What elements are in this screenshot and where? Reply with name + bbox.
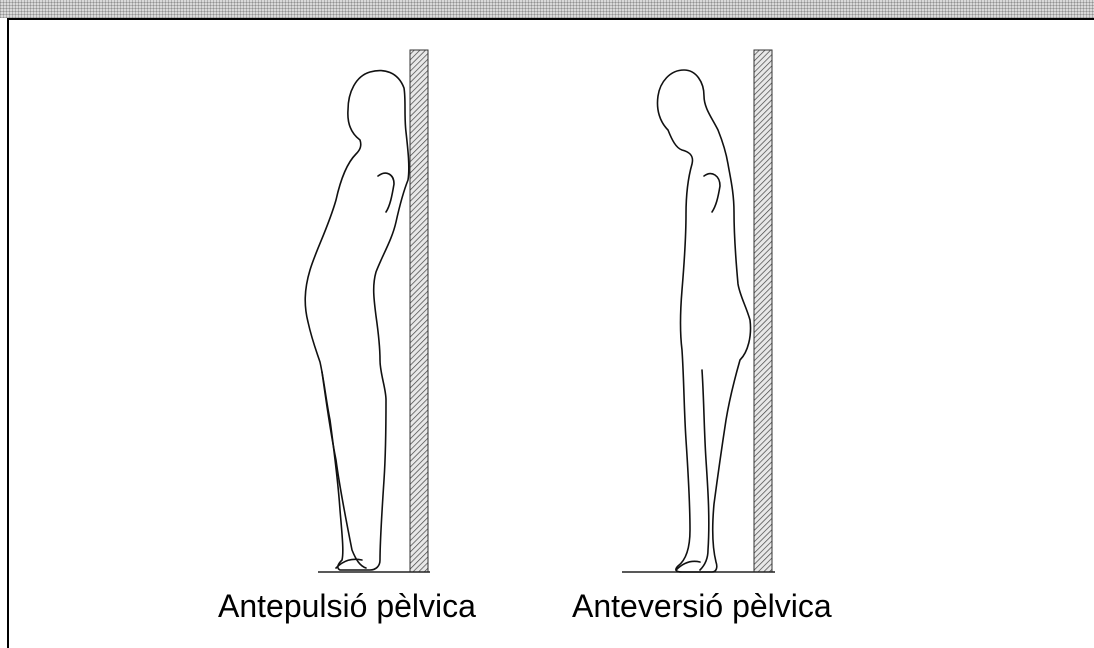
right-body-silhouette bbox=[657, 70, 750, 572]
caption-antepulsion: Antepulsió pèlvica bbox=[218, 590, 476, 622]
left-body-silhouette bbox=[305, 71, 409, 570]
right-wall bbox=[754, 50, 772, 572]
caption-anteversion: Anteversió pèlvica bbox=[572, 590, 832, 622]
left-wall bbox=[410, 50, 428, 572]
